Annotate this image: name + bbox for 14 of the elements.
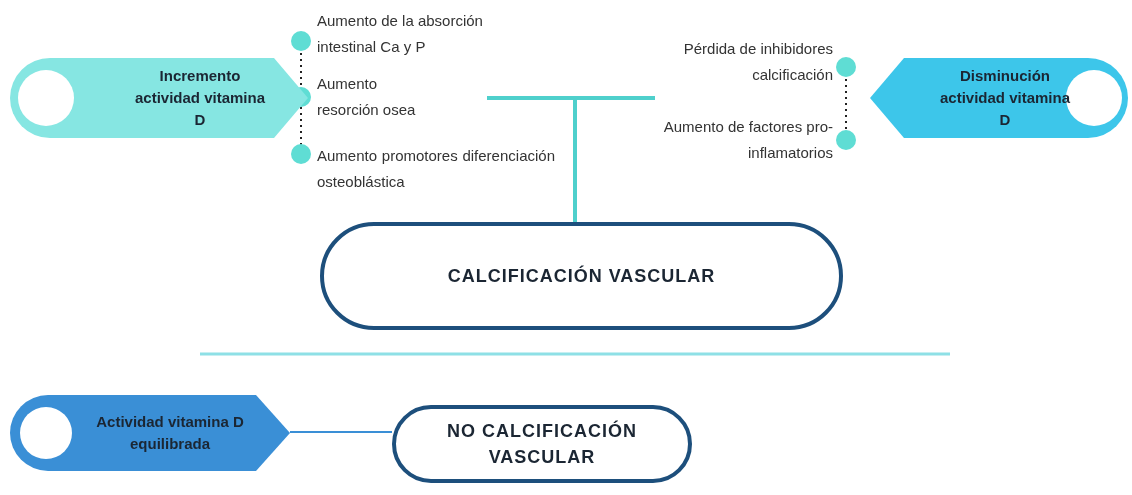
node-text: CALCIFICACIÓN VASCULAR xyxy=(447,264,716,288)
node-text: Actividad vitamina D equilibrada xyxy=(95,412,245,454)
arrow-shaped-box xyxy=(10,395,290,471)
bullet-text: Aumento de factores pro-inflamatorios xyxy=(662,117,833,163)
node-text: Incremento actividad vitamina D xyxy=(133,66,267,130)
connector-line xyxy=(485,96,657,224)
bullet-text: Aumento de la absorción intestinal Ca y P xyxy=(317,11,484,57)
bullet-text: Pérdida de inhibidores calcificación xyxy=(682,39,833,85)
node-text: NO CALCIFICACIÓN VASCULAR xyxy=(446,419,638,469)
connector-line xyxy=(289,431,393,433)
bullet-text: Aumento promotores diferenciación osteoblástica xyxy=(317,146,555,192)
arrow-shaped-box xyxy=(10,58,308,138)
arrow-shaped-box xyxy=(870,58,1128,138)
bullet-text: Aumento resorción osea xyxy=(317,74,417,120)
